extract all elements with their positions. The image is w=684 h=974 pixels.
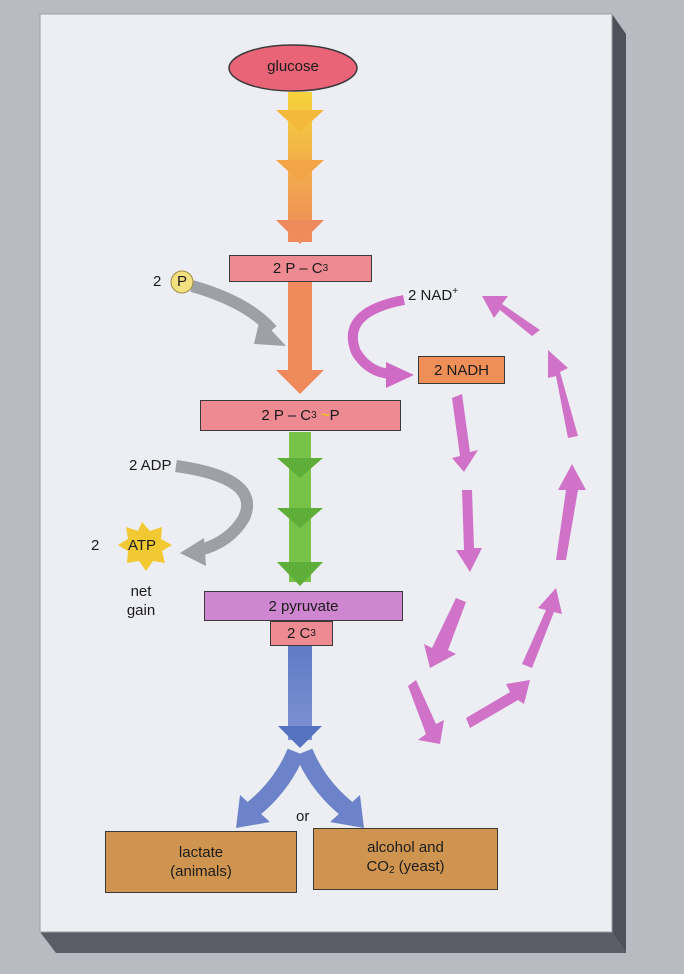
box-alcohol: alcohol and CO2 (yeast) (313, 828, 498, 890)
nad-cycle-up (466, 296, 586, 728)
net-gain-line2: gain (126, 602, 156, 619)
trunk-orange (288, 282, 312, 382)
phosphate-symbol: P (176, 273, 187, 290)
page-edge-right (612, 14, 626, 953)
adp-arrow-head (180, 538, 206, 566)
nad-text: 2 NAD (408, 287, 453, 304)
box-2p-c3-text: 2 P – C (272, 260, 323, 277)
nad-to-nadh-arrow (347, 295, 405, 379)
alcohol-line2-sub: 2 (388, 865, 395, 876)
net-gain-line1: net (130, 583, 152, 600)
box-nadh: 2 NADH (418, 356, 505, 384)
box-2p-c3-p-text: 2 P – C (261, 407, 312, 424)
alcohol-line2-prefix: CO (366, 858, 389, 875)
blue-chevron (278, 726, 322, 748)
page-edge-bottom (40, 932, 626, 953)
phosphate-arrow-head (254, 318, 286, 346)
nad-label: 2 NAD+ (408, 286, 458, 304)
chevron-1 (276, 110, 324, 132)
chevron-6 (277, 508, 323, 528)
box-2c3-sub: 3 (310, 628, 316, 639)
box-2p-c3-p-sub: 3 (311, 410, 317, 421)
alcohol-line2-suffix: (yeast) (394, 858, 445, 875)
glucose-label: glucose (267, 58, 319, 75)
lactate-line2: (animals) (170, 863, 232, 880)
atp-count: 2 (91, 537, 100, 554)
atp-label: ATP (127, 537, 157, 554)
blue-branch-right (295, 748, 354, 818)
trunk-green (289, 432, 311, 582)
nadh-cycle-down (408, 394, 482, 744)
alcohol-line2: CO2 (yeast) (366, 857, 444, 880)
nad-arrow-head (386, 362, 414, 388)
phosphate-circle (170, 270, 194, 294)
blue-head-right (330, 795, 364, 828)
blue-branch-left (246, 748, 305, 818)
phosphate-count: 2 (153, 273, 162, 290)
box-lactate: lactate (animals) (105, 831, 297, 893)
glucose-ellipse (228, 44, 358, 92)
lactate-line1: lactate (178, 844, 224, 861)
box-2p-c3-p-suffix: P (329, 407, 340, 424)
chevron-4 (276, 370, 324, 394)
adp-label: 2 ADP (129, 457, 172, 474)
trunk-blue (288, 646, 312, 740)
chevron-3 (276, 220, 324, 244)
alcohol-line1: alcohol and (367, 839, 444, 856)
atp-star-shape (118, 522, 172, 571)
chevron-2 (276, 160, 324, 182)
chevron-7 (277, 562, 323, 586)
box-pyruvate: 2 pyruvate (204, 591, 403, 621)
box-2c3-text: 2 C (287, 625, 311, 642)
chevron-5 (277, 458, 323, 478)
high-energy-bond: ~ (320, 407, 330, 424)
box-2p-c3-sub: 3 (322, 263, 329, 274)
or-label: or (296, 808, 310, 825)
nad-sup: + (452, 286, 459, 297)
blue-head-left (236, 795, 270, 828)
phosphate-arrow (190, 280, 277, 335)
adp-arrow (175, 460, 254, 556)
